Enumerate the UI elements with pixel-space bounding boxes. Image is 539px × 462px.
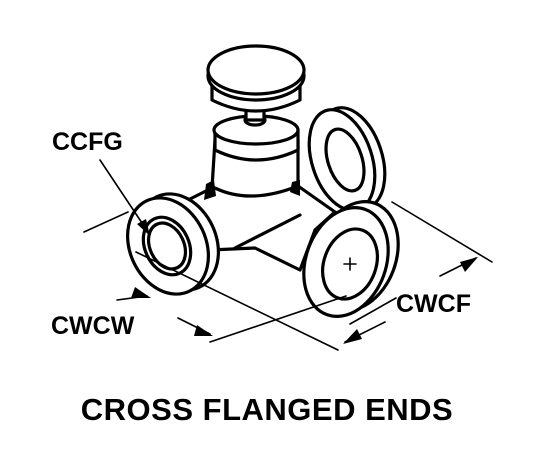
ccfg-leader <box>99 159 149 233</box>
ccfg-label: CCFG <box>52 128 123 156</box>
cwcf-label: CWCF <box>396 290 471 318</box>
cwcw-label: CWCW <box>51 312 135 340</box>
front-right-flange <box>302 200 400 318</box>
back-right-flange <box>307 106 387 212</box>
dimension-lines <box>83 159 493 351</box>
left-flange <box>125 192 221 296</box>
top-spindle <box>206 44 306 162</box>
diagram-caption: CROSS FLANGED ENDS <box>81 392 453 427</box>
